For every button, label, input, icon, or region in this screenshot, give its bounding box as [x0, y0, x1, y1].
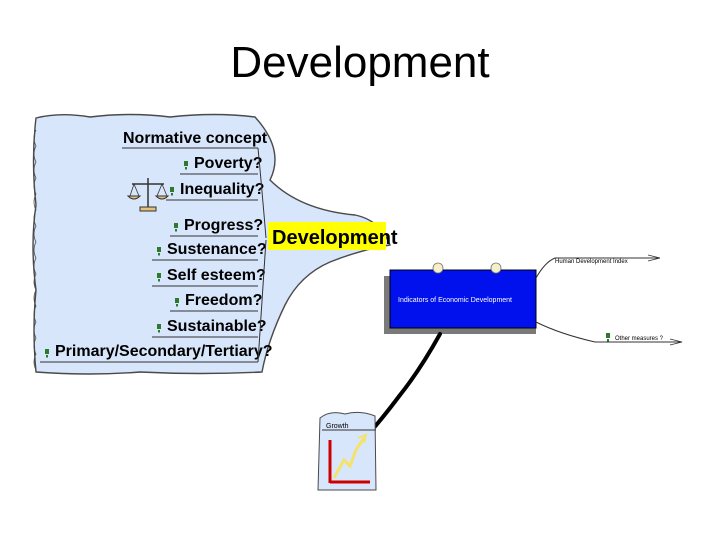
growth-connector [370, 332, 442, 432]
branch-primary-secondary-tertiary: Primary/Secondary/Tertiary? [55, 343, 273, 360]
left-cloud [32, 113, 391, 375]
central-topic: Development [272, 227, 398, 249]
branch-sustainable: Sustainable? [167, 318, 267, 335]
branch-self-esteem: Self esteem? [167, 267, 266, 284]
branch-inequality: Inequality? [180, 181, 264, 198]
branch-poverty: Poverty? [194, 155, 262, 172]
indicators-box [389, 269, 537, 329]
growth-chart-icon [317, 411, 377, 491]
info-marker-icon [606, 333, 610, 342]
scales-icon [126, 178, 170, 212]
other-measures-branch: Other measures ? [615, 336, 664, 342]
slide-title: Development [230, 38, 490, 87]
central-topic-highlight [268, 222, 386, 250]
normative-concept-header: Normative concept [123, 130, 268, 147]
indicators-label: Indicators of Economic Development [398, 297, 512, 304]
branch-freedom: Freedom? [185, 292, 262, 309]
hdi-branch: Human Development Index [555, 259, 628, 265]
branch-sustenance: Sustenance? [167, 241, 267, 258]
branch-progress: Progress? [184, 217, 263, 234]
growth-label: Growth [326, 423, 349, 430]
